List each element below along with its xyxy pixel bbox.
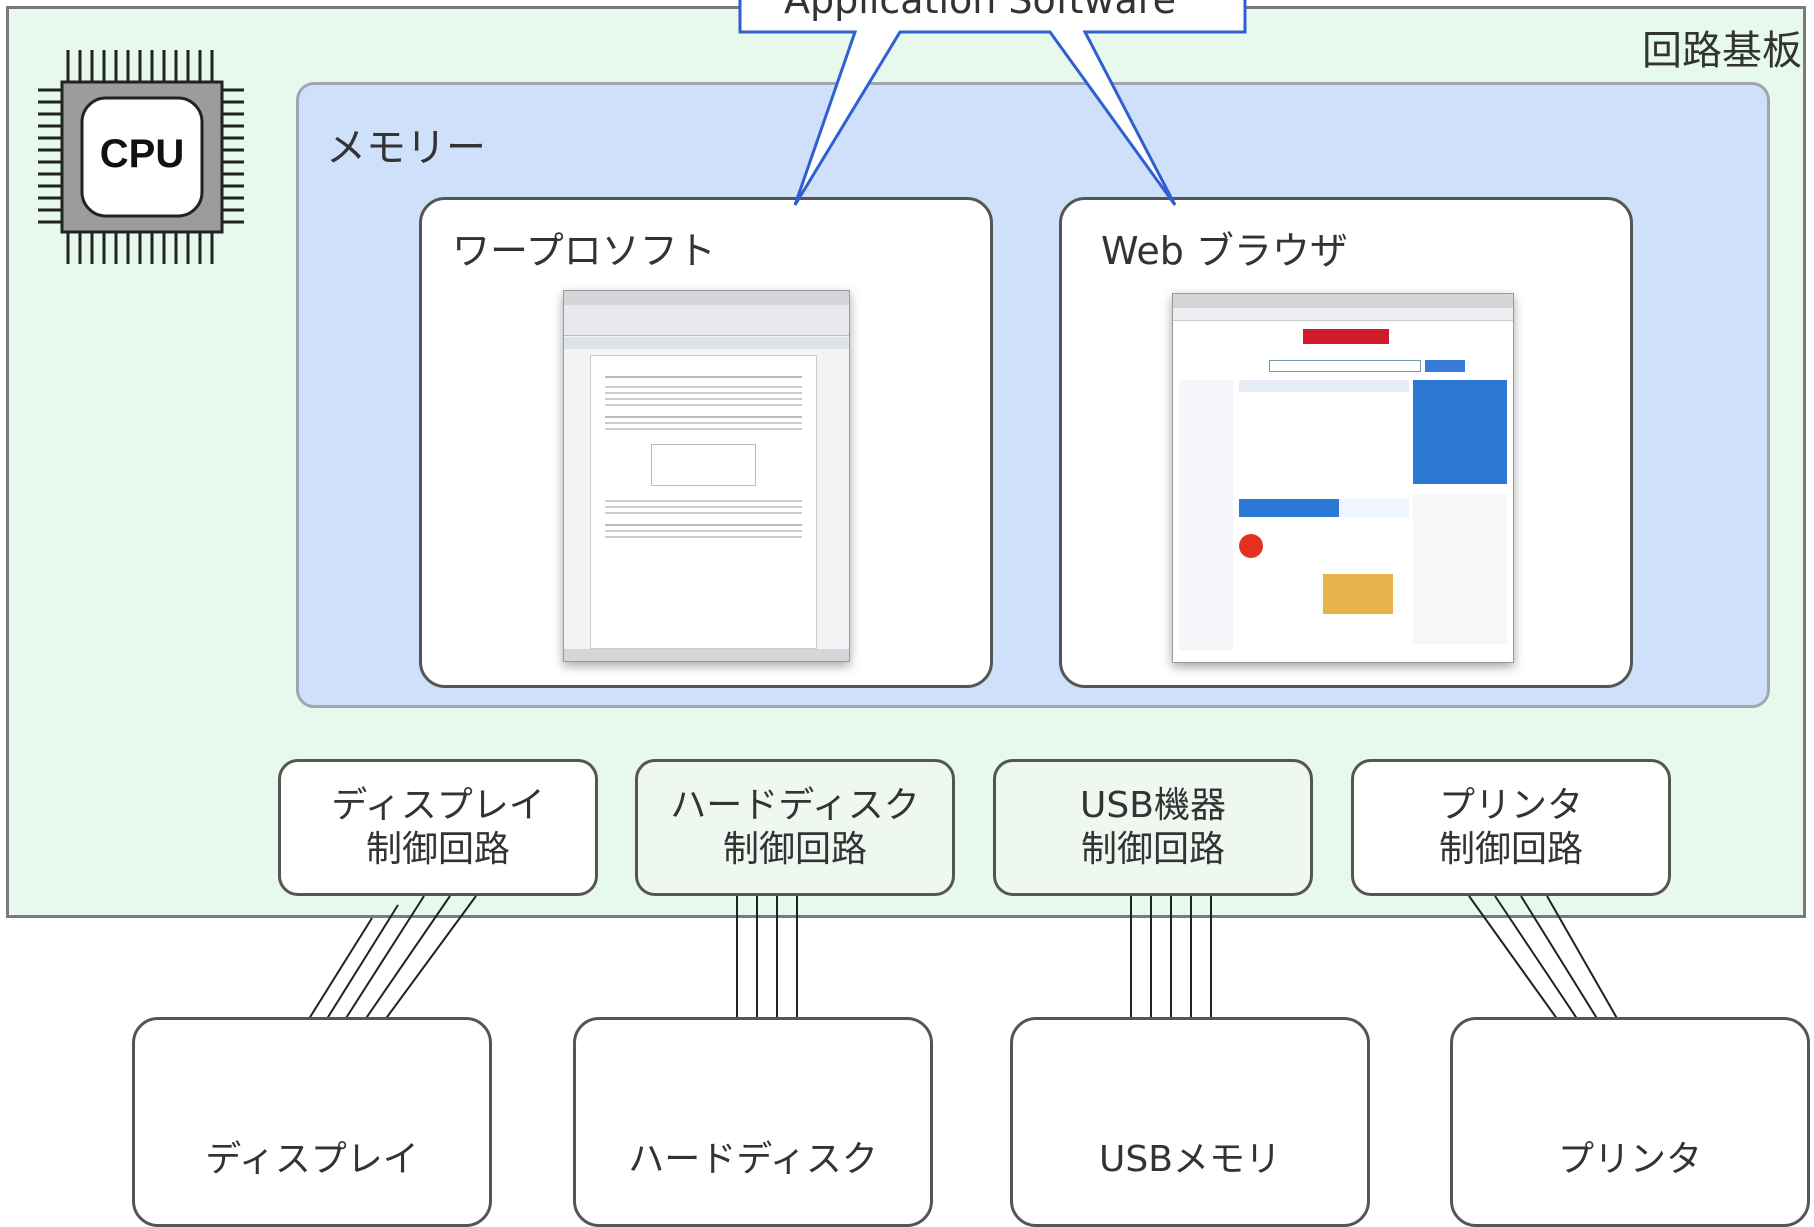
cpu-label: CPU xyxy=(99,132,185,176)
printer-controller-line2: 制御回路 xyxy=(1438,829,1583,870)
printer-controller-line1: プリンタ xyxy=(1438,785,1583,826)
printer-controller-box: プリンタ 制御回路 xyxy=(1351,759,1671,896)
cpu-chip-icon xyxy=(38,50,244,264)
usb-memory-label: USBメモリ xyxy=(1099,1139,1281,1180)
display-device-label: ディスプレイ xyxy=(205,1139,419,1180)
display-controller-line2: 制御回路 xyxy=(365,829,510,870)
display-device-box: ディスプレイ xyxy=(132,1017,492,1227)
usb-controller-line2: 制御回路 xyxy=(1080,829,1225,870)
hdd-controller-line1: ハードディスク xyxy=(670,785,920,826)
printer-device-box: プリンタ xyxy=(1450,1017,1810,1227)
logo-icon xyxy=(1303,329,1389,344)
display-controller-box: ディスプレイ 制御回路 xyxy=(278,759,598,896)
word-processor-screenshot xyxy=(563,290,850,662)
hdd-device-box: ハードディスク xyxy=(573,1017,933,1227)
circuit-board-label: 回路基板 xyxy=(1642,28,1802,74)
memory-label: メモリー xyxy=(326,125,486,171)
display-controller-line1: ディスプレイ xyxy=(331,785,545,826)
usb-controller-box: USB機器 制御回路 xyxy=(993,759,1313,896)
hdd-controller-box: ハードディスク 制御回路 xyxy=(635,759,955,896)
application-software-label: Application Software xyxy=(784,0,1176,22)
usb-memory-box: USBメモリ xyxy=(1010,1017,1370,1227)
usb-controller-line1: USB機器 xyxy=(1080,785,1226,826)
hdd-device-label: ハードディスク xyxy=(628,1139,878,1180)
word-processor-title: ワープロソフト xyxy=(452,229,716,273)
hdd-controller-line2: 制御回路 xyxy=(722,829,867,870)
web-browser-title: Web ブラウザ xyxy=(1101,229,1348,273)
printer-device-label: プリンタ xyxy=(1557,1139,1702,1180)
web-browser-screenshot xyxy=(1172,293,1514,663)
